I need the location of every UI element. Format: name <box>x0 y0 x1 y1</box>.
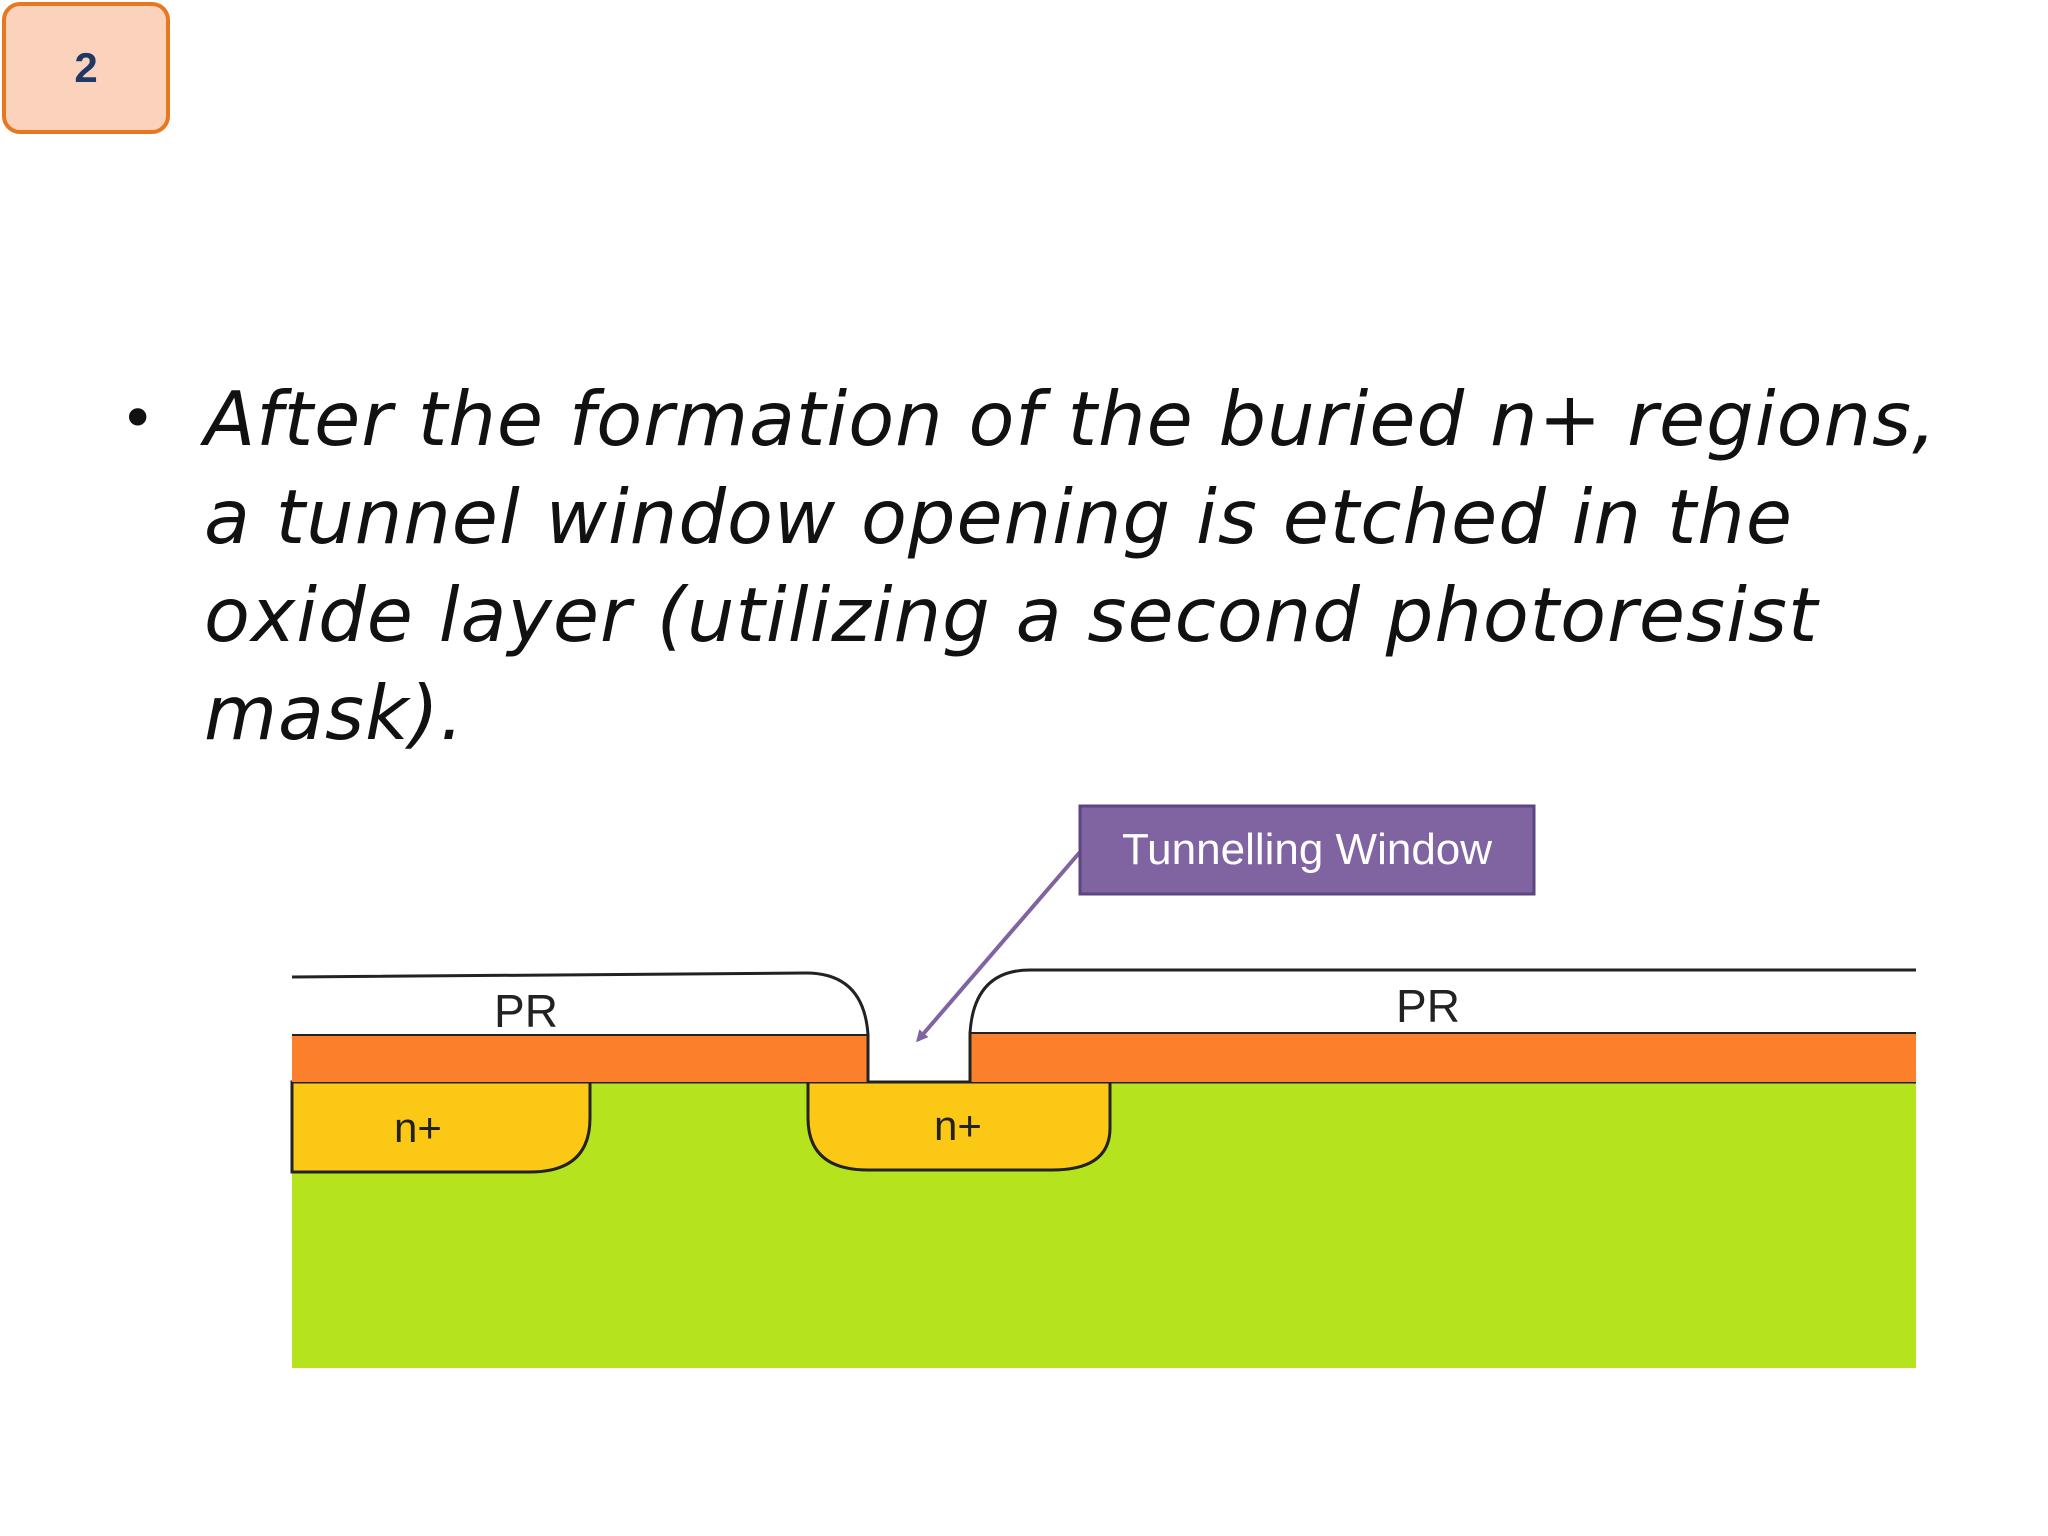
tunnelling-window-label: Tunnelling Window <box>1122 825 1492 874</box>
tunnelling-window-callout <box>1078 804 1536 896</box>
slide-number: 2 <box>74 44 98 91</box>
bullet-text: After the formation of the buried n+ reg… <box>204 375 1937 757</box>
oxide-layer-left <box>292 1035 868 1082</box>
n-plus-left-label: n+ <box>394 1104 442 1151</box>
slide-number-badge: 2 <box>2 2 170 134</box>
n-plus-left-region <box>290 1080 592 1174</box>
oxide-layer-right <box>970 1033 1916 1082</box>
callout-arrow <box>916 850 1082 1043</box>
pr-left-label: PR <box>494 985 558 1037</box>
bullet-point: • After the formation of the buried n+ r… <box>120 370 1980 762</box>
photoresist-left <box>292 973 868 1035</box>
n-plus-center-label: n+ <box>934 1102 982 1149</box>
photoresist-right <box>970 970 1916 1033</box>
bullet-icon: • <box>120 384 156 454</box>
n-plus-center-region <box>806 1080 1112 1172</box>
pr-right-label: PR <box>1396 980 1460 1032</box>
